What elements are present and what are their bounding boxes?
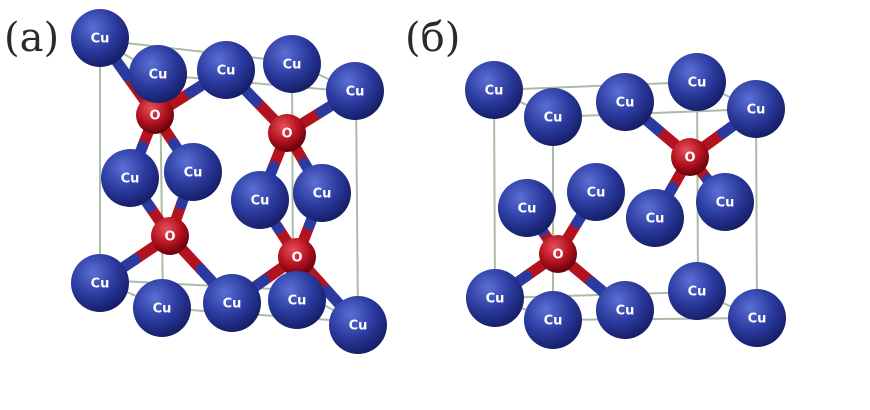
panel-b-label: (б): [405, 15, 461, 61]
copper-atom-label: Cu: [485, 84, 504, 99]
copper-atom-label: Cu: [184, 166, 203, 181]
unit-cell-edge: [355, 91, 359, 323]
copper-atom: Cu: [71, 9, 129, 67]
oxygen-atom-label: O: [164, 230, 175, 245]
copper-atom-label: Cu: [283, 58, 302, 73]
oxygen-atom: O: [136, 96, 174, 134]
copper-atom: Cu: [268, 271, 326, 329]
copper-atom-label: Cu: [716, 196, 735, 211]
copper-atom: Cu: [129, 45, 187, 103]
copper-atom: Cu: [71, 254, 129, 312]
copper-atom: Cu: [524, 291, 582, 349]
copper-atom: Cu: [203, 274, 261, 332]
copper-atom-label: Cu: [223, 297, 242, 312]
copper-atom-label: Cu: [616, 96, 635, 111]
copper-atom-label: Cu: [646, 212, 665, 227]
copper-atom: Cu: [197, 41, 255, 99]
copper-atom: Cu: [164, 143, 222, 201]
oxygen-atom-label: O: [684, 151, 695, 166]
oxygen-atom: O: [539, 235, 577, 273]
copper-atom: Cu: [728, 289, 786, 347]
copper-atom: Cu: [466, 269, 524, 327]
copper-atom-label: Cu: [748, 312, 767, 327]
copper-atom-label: Cu: [688, 285, 707, 300]
copper-atom: Cu: [696, 173, 754, 231]
oxygen-atom: O: [671, 138, 709, 176]
unit-cell-edge: [162, 307, 359, 323]
copper-atom-label: Cu: [544, 111, 563, 126]
unit-cell-edge: [552, 108, 757, 118]
copper-atom: Cu: [101, 149, 159, 207]
copper-atom-label: Cu: [91, 277, 110, 292]
copper-atom: Cu: [596, 281, 654, 339]
copper-atom: Cu: [626, 189, 684, 247]
unit-cell-edge: [494, 291, 699, 299]
copper-atom-label: Cu: [486, 292, 505, 307]
copper-atom: Cu: [668, 262, 726, 320]
copper-atom-label: Cu: [313, 187, 332, 202]
copper-atom: Cu: [293, 164, 351, 222]
copper-atom: Cu: [524, 88, 582, 146]
copper-atom-label: Cu: [349, 319, 368, 334]
copper-atom-label: Cu: [217, 64, 236, 79]
copper-atom-label: Cu: [346, 85, 365, 100]
copper-atom-label: Cu: [91, 32, 110, 47]
copper-atom: Cu: [326, 62, 384, 120]
copper-atom: Cu: [465, 61, 523, 119]
copper-atom-label: Cu: [544, 314, 563, 329]
oxygen-atom-label: O: [149, 109, 160, 124]
unit-cell-edge: [99, 39, 293, 63]
copper-atom-label: Cu: [121, 172, 140, 187]
copper-atom: Cu: [498, 179, 556, 237]
unit-cell-edge: [696, 81, 699, 293]
copper-atom: Cu: [133, 279, 191, 337]
oxygen-atom: O: [268, 114, 306, 152]
copper-atom: Cu: [329, 296, 387, 354]
copper-atom-label: Cu: [688, 76, 707, 91]
copper-atom: Cu: [231, 171, 289, 229]
copper-atom: Cu: [567, 163, 625, 221]
unit-cell-edge: [159, 74, 357, 93]
oxygen-atom-label: O: [281, 127, 292, 142]
oxygen-atom-label: O: [552, 248, 563, 263]
copper-atom-label: Cu: [288, 294, 307, 309]
copper-atom-label: Cu: [251, 194, 270, 209]
oxygen-atom-label: O: [291, 251, 302, 266]
unit-cell-edge: [552, 317, 758, 321]
copper-atom-label: Cu: [587, 186, 606, 201]
panel-a-label: (a): [4, 15, 60, 61]
oxygen-atom: O: [278, 238, 316, 276]
unit-cell-edge: [755, 108, 758, 319]
copper-atom-label: Cu: [747, 103, 766, 118]
copper-atom-label: Cu: [518, 202, 537, 217]
unit-cell-edge: [493, 89, 496, 299]
copper-atom: Cu: [727, 80, 785, 138]
copper-atom: Cu: [668, 53, 726, 111]
copper-atom-label: Cu: [153, 302, 172, 317]
copper-atom: Cu: [596, 73, 654, 131]
oxygen-atom: O: [151, 217, 189, 255]
copper-atom-label: Cu: [149, 68, 168, 83]
copper-atom: Cu: [263, 35, 321, 93]
copper-atom-label: Cu: [616, 304, 635, 319]
unit-cell-edge: [493, 81, 698, 91]
